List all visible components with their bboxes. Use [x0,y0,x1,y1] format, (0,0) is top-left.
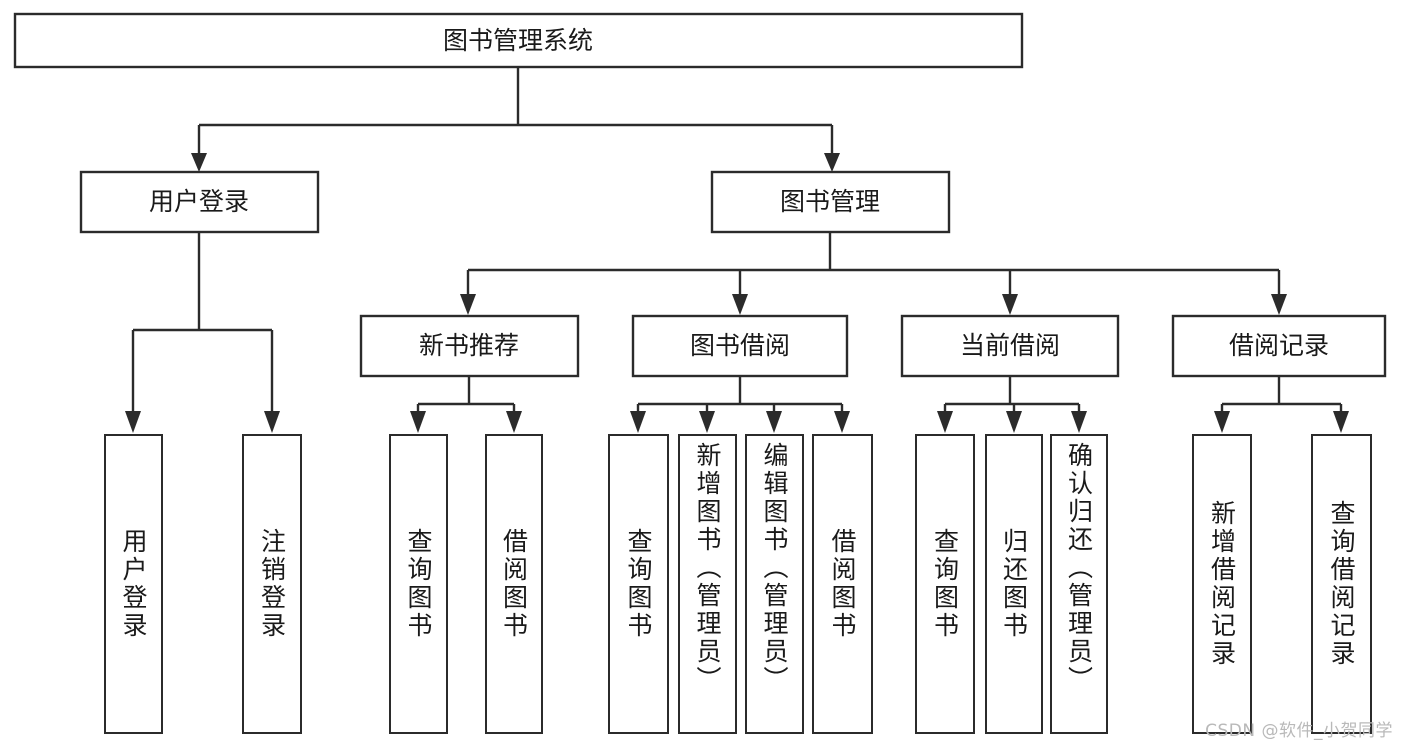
leaf-query-record-label: 查询借阅记录 [1327,500,1356,668]
leaf-query-book-3-label: 查询图书 [930,528,960,640]
arrow-to-leaf-edit-book [766,411,782,433]
connector-root-to-level2 [191,67,840,172]
new-book-box-label: 新书推荐 [419,331,519,360]
arrow-to-leaf-add-record [1214,411,1230,433]
node-book-borrow[interactable]: 图书借阅 [631,314,849,378]
leaf-return-book-label: 归还图书 [999,528,1029,640]
leaf-edit-book[interactable]: 编辑图书（管理员） [745,434,804,734]
leaf-query-record[interactable]: 查询借阅记录 [1311,434,1372,734]
arrow-to-leaf-return-book [1006,411,1022,433]
csdn-watermark: CSDN @软件_小贺同学 [1205,721,1393,741]
arrow-to-leaf-logout [264,411,280,433]
leaf-borrow-book-2[interactable]: 借阅图书 [812,434,873,734]
leaf-borrow-book-1[interactable]: 借阅图书 [485,434,543,734]
arrow-to-leaf-add-book [699,411,715,433]
arrow-to-leaf-borrow-book-2 [834,411,850,433]
node-new-book-recommend[interactable]: 新书推荐 [359,314,580,378]
leaf-add-book-label: 新增图书（管理员） [693,442,722,694]
connector-new-book-to-leaves [410,376,522,433]
arrow-to-leaf-user-login [125,411,141,433]
connector-borrow-record-to-leaves [1214,376,1349,433]
arrow-to-book-borrow [732,294,748,315]
leaf-query-book-1[interactable]: 查询图书 [389,434,448,734]
connector-user-login-to-leaves [125,232,280,433]
connector-book-borrow-to-leaves [630,376,850,433]
leaf-user-login-label: 用户登录 [119,528,148,640]
leaf-return-book[interactable]: 归还图书 [985,434,1043,734]
root-box-label: 图书管理系统 [443,26,593,55]
leaf-add-record-label: 新增借阅记录 [1207,500,1237,668]
arrow-to-leaf-borrow-book-1 [506,411,522,433]
arrow-to-leaf-query-book-1 [410,411,426,433]
leaf-borrow-book-2-label: 借阅图书 [828,528,857,640]
arrow-to-borrow-record [1271,294,1287,315]
root-box-rect [13,12,1024,69]
node-current-borrow[interactable]: 当前借阅 [900,314,1120,378]
connector-current-borrow-to-leaves [937,376,1087,433]
leaf-logout[interactable]: 注销登录 [242,434,302,734]
leaf-confirm-return-label: 确认归还（管理员） [1064,442,1094,694]
leaf-query-book-1-label: 查询图书 [404,528,433,640]
arrow-to-user-login [191,153,207,172]
arrow-to-leaf-query-book-3 [937,411,953,433]
leaf-query-book-2-label: 查询图书 [624,528,653,640]
leaf-confirm-return[interactable]: 确认归还（管理员） [1050,434,1108,734]
node-user-login[interactable]: 用户登录 [79,170,320,234]
user-login-box-label: 用户登录 [149,187,249,216]
leaf-logout-label: 注销登录 [257,528,287,640]
connector-book-manage-to-level3 [460,232,1287,315]
leaf-query-book-2[interactable]: 查询图书 [608,434,669,734]
arrow-to-leaf-query-record [1333,411,1349,433]
node-book-manage[interactable]: 图书管理 [710,170,951,234]
leaf-borrow-book-1-label: 借阅图书 [499,528,529,640]
arrow-to-book-manage [824,153,840,172]
arrow-to-new-book [460,294,476,315]
borrow-record-box-label: 借阅记录 [1229,331,1329,360]
leaf-add-record[interactable]: 新增借阅记录 [1192,434,1252,734]
leaf-add-book[interactable]: 新增图书（管理员） [678,434,737,734]
book-manage-box-label: 图书管理 [780,187,880,216]
book-borrow-box-rect [631,314,849,378]
arrow-to-current-borrow [1002,294,1018,315]
leaf-user-login[interactable]: 用户登录 [104,434,163,734]
node-borrow-record[interactable]: 借阅记录 [1171,314,1387,378]
leaf-query-book-3[interactable]: 查询图书 [915,434,975,734]
arrow-to-leaf-confirm-return [1071,411,1087,433]
user-login-box-rect [79,170,320,234]
book-borrow-box-label: 图书借阅 [690,331,790,360]
node-root-system[interactable]: 图书管理系统 [13,12,1024,69]
arrow-to-leaf-query-book-2 [630,411,646,433]
borrow-record-box-rect [1171,314,1387,378]
current-borrow-box-label: 当前借阅 [960,331,1060,360]
book-manage-box-rect [710,170,951,234]
leaf-edit-book-label: 编辑图书（管理员） [760,442,789,694]
